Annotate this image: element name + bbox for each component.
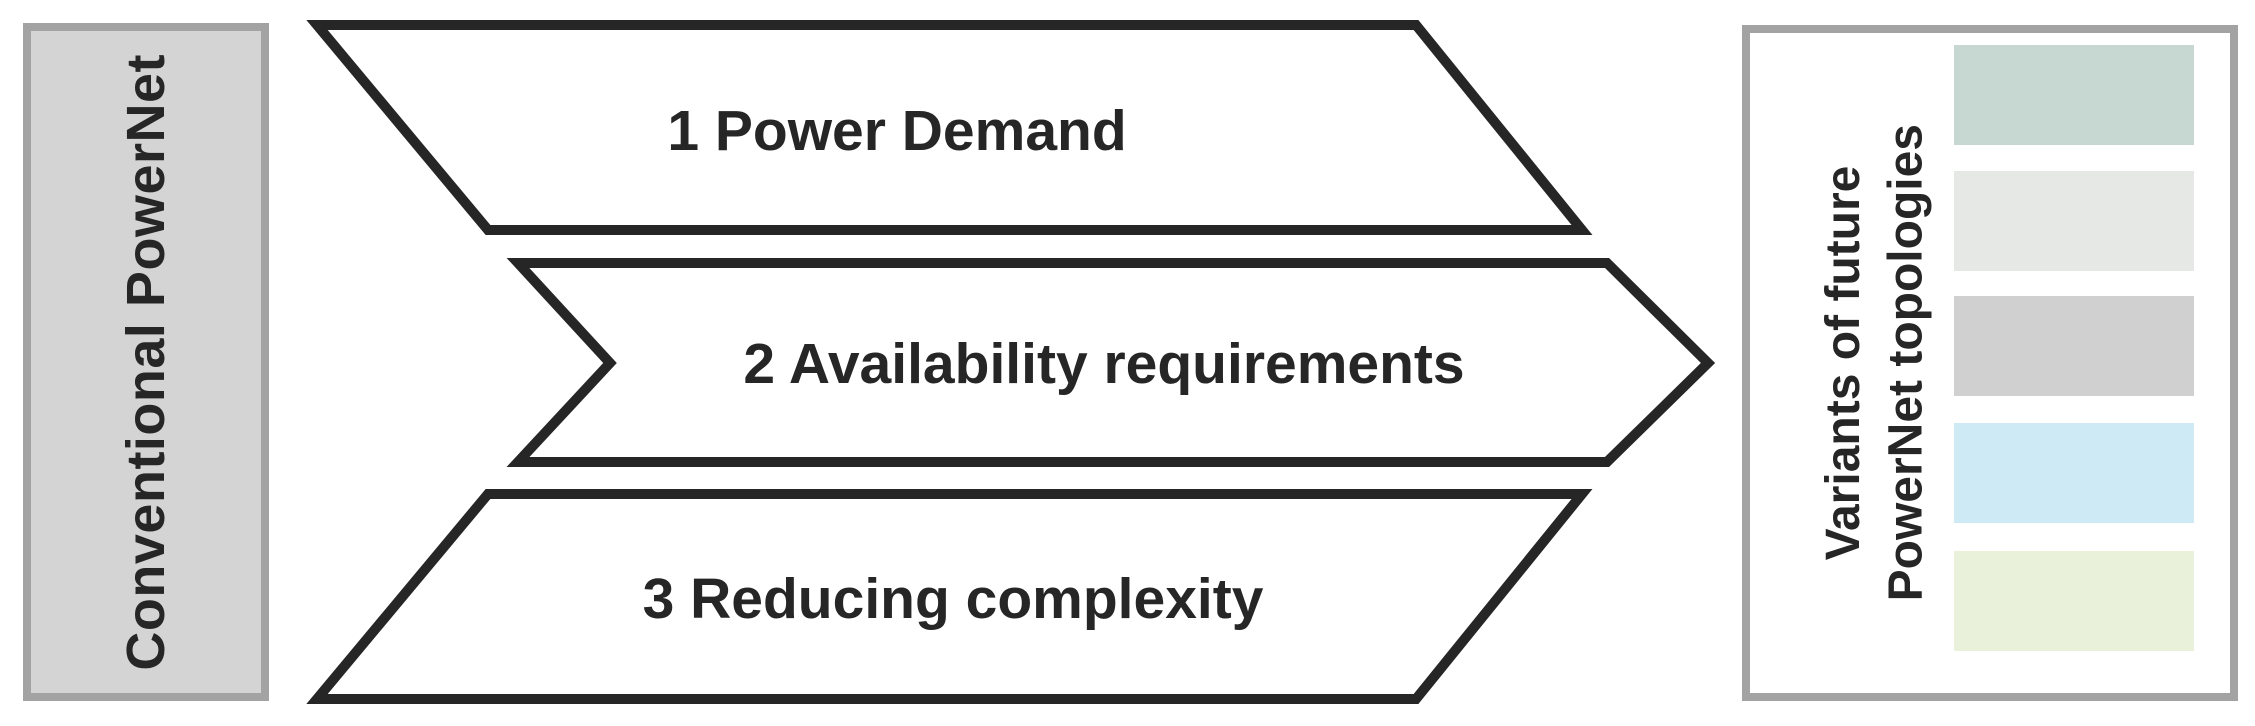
- future-topologies-label-line1: Variants of future: [1816, 165, 1870, 561]
- conventional-powernet-box: Conventional PowerNet: [23, 23, 269, 701]
- step-3-label: 3 Reducing complexity: [642, 567, 1264, 631]
- future-topologies-label-wrap: Variants of future PowerNet topologies: [1770, 33, 1980, 693]
- topology-swatch-2: [1954, 171, 2194, 271]
- arrow-band-1: [306, 20, 1593, 235]
- arrow-band-3: [306, 489, 1593, 704]
- arrow-band-2: [506, 258, 1716, 467]
- step-2-label: 2 Availability requirements: [743, 332, 1465, 396]
- topology-swatch-5: [1954, 551, 2194, 651]
- future-topologies-label-line2: PowerNet topologies: [1879, 124, 1932, 602]
- step-1-label: 1 Power Demand: [667, 99, 1127, 163]
- future-topologies-label: Variants of future PowerNet topologies: [1813, 124, 1938, 601]
- future-topologies-box: Variants of future PowerNet topologies: [1742, 25, 2238, 701]
- topology-swatch-4: [1954, 423, 2194, 523]
- topology-swatch-1: [1954, 45, 2194, 145]
- topology-swatch-3: [1954, 296, 2194, 396]
